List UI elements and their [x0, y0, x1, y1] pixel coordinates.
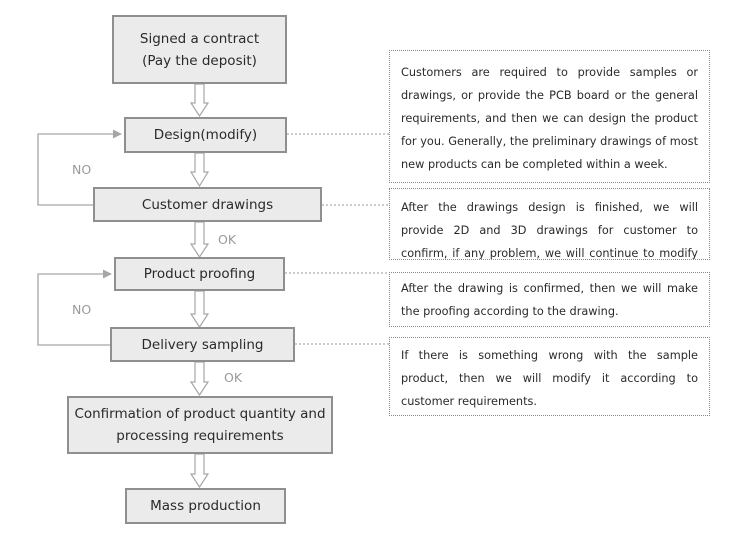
- step-product-proofing-text: Product proofing: [143, 266, 256, 282]
- step-delivery-sampling: Delivery sampling: [110, 327, 295, 362]
- down-arrow-6: [189, 453, 210, 489]
- label-ok-bottom: OK: [224, 370, 243, 385]
- step-delivery-sampling-text: Delivery sampling: [141, 336, 264, 353]
- step-design: Design(modify): [124, 117, 287, 153]
- step-contract-text: Signed a contract (Pay the deposit): [139, 30, 260, 69]
- step-customer-drawings: Customer drawings: [93, 187, 322, 222]
- loop-no-bottom: [37, 269, 112, 346]
- down-arrow-4: [189, 290, 210, 329]
- step-product-proofing: Product proofing: [114, 257, 285, 291]
- step-mass-production-text: Mass production: [150, 498, 261, 514]
- down-arrow-1: [189, 83, 210, 118]
- step-contract: Signed a contract (Pay the deposit): [112, 15, 287, 84]
- note-delivery-sampling: If there is something wrong with the sam…: [389, 337, 710, 416]
- step-design-text: Design(modify): [153, 127, 258, 143]
- down-arrow-2: [189, 152, 210, 188]
- step-customer-drawings-text: Customer drawings: [141, 196, 274, 213]
- loop-no-top: [37, 129, 122, 206]
- down-arrow-3: [189, 221, 210, 259]
- label-no-bottom: NO: [72, 302, 92, 317]
- note-design: Customers are required to provide sample…: [389, 50, 710, 183]
- note-customer-drawings: After the drawings design is finished, w…: [389, 188, 710, 260]
- label-ok-top: OK: [218, 232, 237, 247]
- step-mass-production: Mass production: [125, 488, 286, 524]
- step-confirmation: Confirmation of product quantity and pro…: [67, 396, 333, 454]
- label-no-top: NO: [72, 162, 92, 177]
- note-product-proofing: After the drawing is confirmed, then we …: [389, 272, 710, 327]
- down-arrow-5: [189, 361, 210, 397]
- step-confirmation-text: Confirmation of product quantity and pro…: [74, 406, 326, 444]
